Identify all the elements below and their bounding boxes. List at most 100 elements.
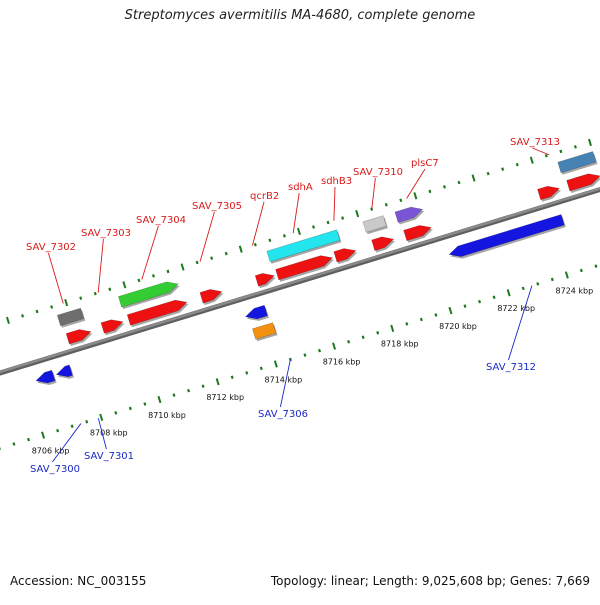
label-sdhB3: sdhB3 (321, 176, 352, 187)
scale-tick (108, 287, 112, 291)
scale-tick (151, 274, 155, 278)
gene-SAV_7306[interactable] (244, 304, 268, 320)
scale-tick (99, 413, 104, 421)
scale-tick (195, 260, 199, 265)
gene-forward-7[interactable] (537, 185, 561, 201)
gene-forward-3[interactable] (126, 299, 188, 326)
scale-tick (355, 209, 360, 218)
accession-text: Accession: NC_003155 (10, 574, 147, 588)
scale-tick (544, 154, 548, 158)
label-SAV_7305: SAV_7305 (192, 201, 242, 212)
scale-tick (210, 256, 214, 260)
gene-SAV_7305[interactable] (199, 289, 223, 304)
scale-tick (434, 313, 438, 317)
scale-tick (326, 220, 330, 225)
gene-sdhA[interactable] (266, 229, 341, 263)
scale-tick (341, 216, 345, 220)
scale-label: 8714 kbp (265, 375, 303, 384)
scale-tick (296, 227, 301, 236)
gene-plsC7[interactable] (394, 206, 424, 223)
scale-tick (282, 234, 286, 238)
label-plsC7: plsC7 (411, 158, 439, 169)
gene-sdhB3[interactable] (333, 248, 357, 263)
label-SAV_7300: SAV_7300 (30, 464, 80, 475)
scale-tick (70, 424, 74, 428)
scale-tick (564, 271, 569, 279)
scale-tick (529, 156, 534, 164)
scale-tick (245, 371, 249, 375)
gene-SAV_7300[interactable] (35, 369, 56, 384)
scale-tick (471, 174, 476, 182)
scale-tick (259, 366, 263, 371)
scale-tick (187, 388, 191, 393)
gene-SAV_7313[interactable] (557, 151, 597, 174)
genome-axis-shadow (0, 186, 600, 376)
leader-line (507, 285, 533, 361)
scale-tick (56, 428, 60, 433)
gene-forward-5[interactable] (371, 236, 395, 251)
scale-tick (492, 295, 496, 299)
scale-tick (93, 291, 97, 296)
scale-tick (35, 309, 39, 314)
scale-tick (79, 296, 83, 300)
scale-tick (457, 180, 461, 185)
gene-SAV_7303[interactable] (100, 319, 124, 334)
scale-tick (201, 384, 205, 388)
label-SAV_7304: SAV_7304 (136, 215, 186, 226)
scale-tick (536, 282, 540, 286)
leader-line (47, 252, 64, 304)
scale-tick (157, 395, 162, 404)
scale-tick (238, 245, 243, 253)
scale-tick (506, 289, 511, 297)
label-SAV_7310: SAV_7310 (353, 167, 403, 178)
scale-tick (550, 277, 554, 282)
leader-line (371, 177, 376, 210)
scale-tick (166, 269, 170, 274)
scale-tick (143, 402, 147, 406)
scale-tick (442, 185, 446, 189)
gene-SAV_7301[interactable] (55, 364, 73, 378)
leader-line (532, 147, 550, 156)
scale-tick (268, 238, 272, 243)
genome-title: Streptomyces avermitilis MA-4680, comple… (124, 8, 476, 23)
gene-qcrB2[interactable] (254, 273, 275, 287)
scale-tick (64, 298, 69, 307)
gene-forward-6[interactable] (403, 225, 433, 242)
scale-tick (27, 437, 30, 442)
scale-tick (521, 286, 525, 291)
label-SAV_7312: SAV_7312 (486, 362, 536, 373)
scale-tick (559, 149, 563, 154)
scale-label: 8708 kbp (90, 429, 128, 438)
leader-line (333, 186, 336, 221)
genome-summary-text: Topology: linear; Length: 9,025,608 bp; … (270, 574, 590, 588)
scale-tick (303, 353, 307, 357)
scale-tick (312, 225, 316, 229)
scale-tick (390, 324, 395, 333)
scale-tick (253, 242, 257, 247)
scale-tick (224, 251, 228, 256)
gene-SAV_7302[interactable] (56, 307, 85, 327)
scale-tick (12, 442, 16, 446)
gene-SAV_7304[interactable] (118, 281, 179, 308)
gene-orange[interactable] (252, 322, 277, 340)
scale-tick (486, 171, 490, 176)
gene-SAV_7312[interactable] (448, 214, 565, 257)
label-SAV_7313: SAV_7313 (510, 137, 560, 148)
gene-SAV_7310[interactable] (362, 215, 387, 233)
scale-tick (448, 306, 453, 315)
scale-tick (361, 335, 365, 340)
gene-forward-4[interactable] (275, 255, 334, 281)
gene-forward-8[interactable] (566, 173, 600, 192)
leader-line (279, 359, 291, 408)
scale-tick (579, 268, 583, 273)
gene-forward-2[interactable] (65, 329, 92, 345)
label-SAV_7306: SAV_7306 (258, 409, 308, 420)
leader-line (406, 168, 426, 199)
scale-label: 8716 kbp (323, 357, 361, 366)
scale-tick (172, 393, 176, 397)
scale-tick (413, 192, 418, 200)
scale-tick (515, 162, 519, 167)
scale-tick (419, 317, 423, 322)
scale-tick (180, 263, 185, 271)
